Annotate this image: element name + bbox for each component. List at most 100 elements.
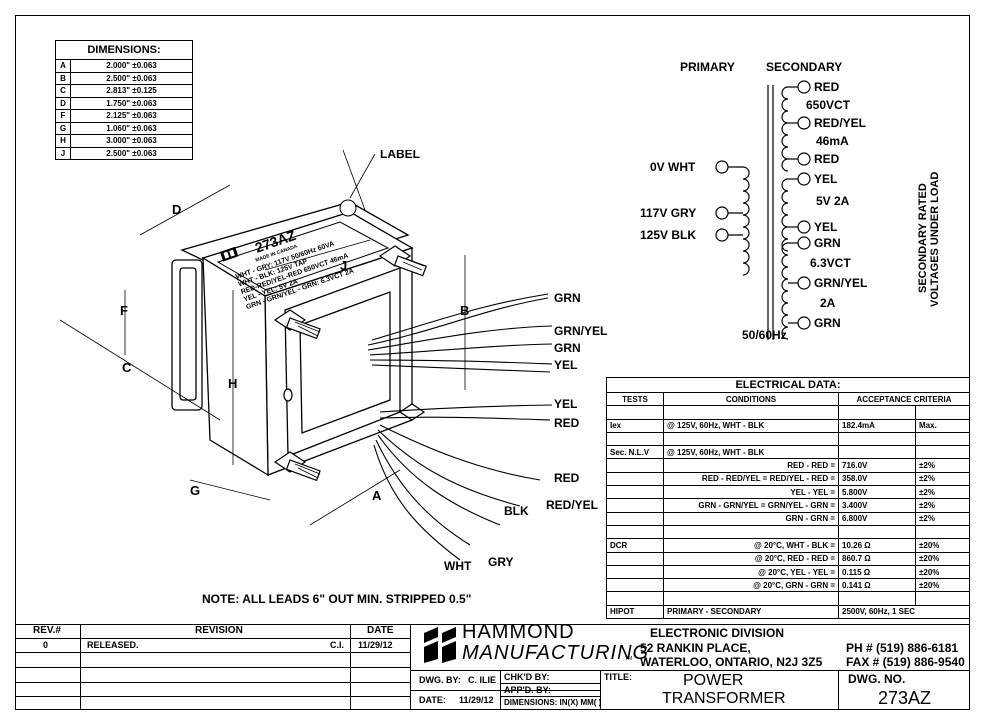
elec-value: 860.7 Ω [838,551,916,566]
elec-tolerance: ±2% [915,458,970,473]
lead-label-gry: GRY [488,555,514,569]
title-block [15,624,970,711]
side-note-line-1: SECONDARY RATED [917,183,929,293]
dimensions-title: DIMENSIONS: [55,40,193,60]
sec-item-2: RED/YEL [814,116,866,130]
elec-value [838,445,916,460]
dimension-value: 2.500" ±0.063 [70,71,193,85]
elec-test: Sec. N.L.V [606,445,664,460]
elec-value: 5.800V [838,485,916,500]
elec-test [606,471,664,487]
elec-condition [663,524,839,540]
sec-item-0: RED [814,80,840,94]
address-line1: 52 RANKIN PLACE, [640,641,751,655]
elec-tolerance: ±2% [915,485,970,500]
label-callout: LABEL [380,150,420,161]
dimension-value: 2.813" ±0.125 [70,84,193,98]
transformer-drawing: 273AZ MADE IN CANADA WHT - GRY: 117V 50/… [59,150,553,561]
appd-by-label: APP'D. BY: [504,685,551,695]
company-name-line1: HAMMOND [462,621,575,643]
dwg-no-value: 273AZ [878,688,932,708]
elec-condition: @ 20°C, GRN - GRN = [663,578,839,593]
dwg-by-value: C. ILIE [468,675,497,685]
elec-condition: GRN - GRN = [663,511,839,526]
elec-value [838,405,916,420]
elec-test [606,511,664,526]
dimension-value: 1.060" ±0.063 [70,121,193,135]
lead-label-grn-2: GRN [554,341,581,355]
dimension-key: A [55,59,71,73]
sec-item-8: GRN [814,236,841,250]
elec-condition [663,591,839,606]
elec-test [606,498,664,513]
lead-label-red-2: RED [554,471,580,485]
dimension-value: 2.125" ±0.063 [70,109,193,123]
elec-condition: YEL - YEL = [663,485,839,500]
sec-item-12: GRN [814,316,841,330]
drawing-border [15,15,970,710]
sec-item-11: 2A [820,296,836,310]
dim-letter-h: H [228,376,237,391]
elec-test [606,551,664,566]
electrical-row: @ 20°C, YEL - YEL =0.115 Ω±20% [606,564,970,580]
date-label: DATE: [419,695,446,705]
primary-label: PRIMARY [680,60,735,74]
elec-condition: @ 20°C, WHT - BLK = [663,538,839,553]
electrical-row [606,405,970,420]
sec-item-7: YEL [814,220,837,234]
elec-tolerance: Max. [915,418,970,433]
electrical-row [606,431,970,447]
elec-tolerance: ±20% [915,538,970,553]
elec-condition: GRN - GRN/YEL = GRN/YEL - GRN = [663,498,839,513]
electrical-data-table: ELECTRICAL DATA: TESTS CONDITIONS ACCEPT… [606,377,970,620]
primary-pin-125v: 125V BLK [640,228,696,242]
elec-header-tests: TESTS [606,391,664,407]
label-logo [220,246,239,262]
electrical-row: GRN - GRN =6.800V±2% [606,511,970,526]
elec-test [606,458,664,473]
elec-tolerance [915,524,970,540]
lead-label-grn-1: GRN [554,291,581,305]
lead-label-red-1: RED [554,416,580,430]
address-line2: WATERLOO, ONTARIO, N2J 3Z5 [640,655,823,669]
elec-tolerance [915,431,970,447]
elec-condition: PRIMARY - SECONDARY [663,604,839,620]
dim-letter-b: B [460,303,469,318]
dim-letter-f: F [120,303,128,318]
elec-value: 10.26 Ω [838,538,916,553]
dimension-value: 1.750" ±0.063 [70,96,193,110]
lead-label-blk: BLK [504,504,529,518]
sec-item-5: YEL [814,172,837,186]
elec-condition: RED - RED/YEL = RED/YEL - RED = [663,471,839,487]
elec-test: HIPOT [606,604,664,620]
dimension-value: 3.000" ±0.063 [70,134,193,148]
elec-value: 3.400V [838,498,916,513]
electrical-row: YEL - YEL =5.800V±2% [606,485,970,500]
elec-condition: RED - RED = [663,458,839,473]
elec-tolerance [915,591,970,606]
elec-tolerance: ±2% [915,471,970,487]
dim-letter-d: D [172,202,181,217]
electrical-row: @ 20°C, GRN - GRN =0.141 Ω±20% [606,578,970,593]
elec-value: 182.4mA [838,418,916,433]
elec-tolerance: ±2% [915,511,970,526]
revision-initials: C.I. [330,640,345,650]
lead-label-red-yel: RED/YEL [546,498,599,512]
primary-pin-0v: 0V WHT [650,160,696,174]
sec-item-10: GRN/YEL [814,276,867,290]
electrical-row: RED - RED =716.0V±2% [606,458,970,473]
title-line2: TRANSFORMER [662,690,786,707]
elec-tolerance [915,445,970,460]
company-logo [422,625,462,670]
left-face [202,256,269,477]
